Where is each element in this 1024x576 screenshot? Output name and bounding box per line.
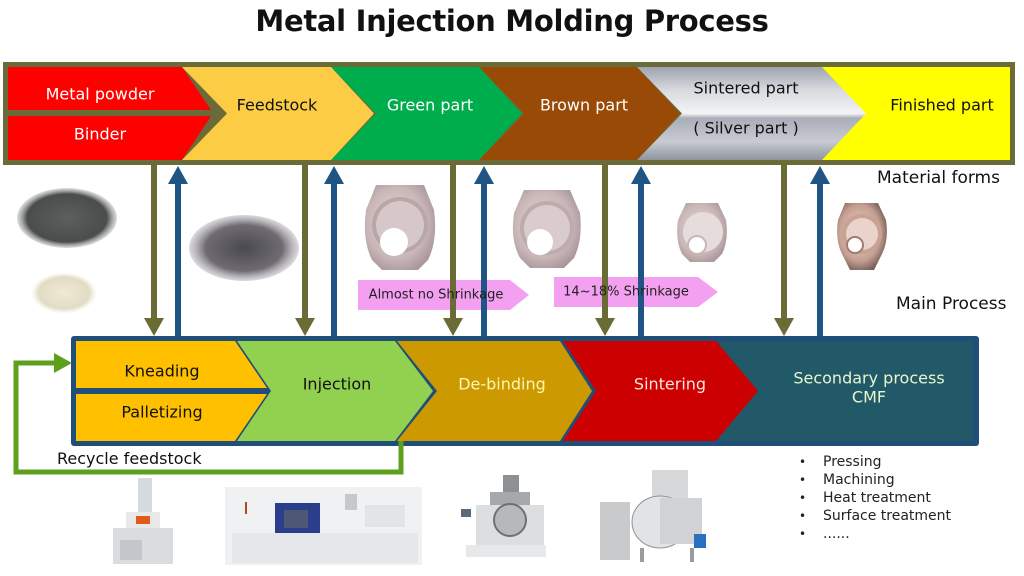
stage-secondary-process[interactable]: [720, 341, 973, 441]
debinding-furnace-image: [461, 475, 546, 557]
label-silver-part: ( Silver part ): [693, 118, 799, 138]
green-part-image: [364, 185, 436, 270]
injection-molding-machine-image: [225, 487, 422, 565]
material-images: [17, 185, 887, 313]
main-process-band: [71, 336, 979, 446]
stage-palletizing[interactable]: [76, 394, 267, 441]
stage-brown-part[interactable]: [479, 67, 680, 160]
stage-finished-part[interactable]: [820, 67, 1010, 160]
main-process-label: Main Process: [896, 294, 1007, 314]
connector-arrows: [144, 165, 830, 338]
secondary-process-list: Pressing Machining Heat treatment Surfac…: [796, 453, 951, 543]
label-finished-part: Finished part: [890, 95, 994, 115]
material-forms-label: Material forms: [877, 168, 1000, 188]
label-sintered-part: Sintered part: [693, 78, 799, 98]
stage-injection[interactable]: [237, 341, 433, 441]
label-de-binding: De-binding: [458, 374, 546, 394]
feedstock-pellets-image: [189, 215, 299, 281]
down-arrows: [144, 165, 794, 336]
label-brown-part: Brown part: [539, 95, 629, 115]
up-arrows: [168, 166, 830, 338]
metal-powder-image: [17, 188, 117, 248]
stage-feedstock[interactable]: [182, 67, 374, 160]
label-metal-powder: Metal powder: [45, 84, 155, 104]
stage-de-binding[interactable]: [397, 341, 592, 441]
material-forms-band: [3, 62, 1015, 165]
sintering-furnace-image: [600, 470, 706, 562]
stage-sintered-part[interactable]: [637, 67, 866, 160]
stage-kneading[interactable]: [76, 341, 267, 388]
list-item: Heat treatment: [796, 489, 951, 507]
recycle-path: [13, 360, 404, 475]
binder-powder-image: [32, 273, 96, 313]
machine-images: [113, 470, 706, 565]
label-sintering: Sintering: [633, 374, 707, 394]
recycle-feedstock-label: Recycle feedstock: [57, 449, 202, 468]
recycle-arrowhead: [54, 353, 72, 373]
brown-part-image: [512, 190, 581, 268]
shrinkage-label-2: 14~18% Shrinkage: [563, 284, 689, 300]
list-item: Machining: [796, 471, 951, 489]
label-secondary-process: Secondary process: [793, 368, 945, 388]
label-cmf: CMF: [851, 387, 887, 407]
label-feedstock: Feedstock: [236, 95, 318, 115]
stage-binder[interactable]: [8, 116, 211, 160]
sintered-part-image: [677, 203, 727, 262]
label-kneading: Kneading: [124, 361, 200, 381]
diagram-title: Metal Injection Molding Process: [255, 4, 769, 38]
list-item: ......: [796, 525, 951, 543]
stage-green-part[interactable]: [331, 67, 522, 160]
label-binder: Binder: [73, 124, 127, 144]
stage-sintering[interactable]: [563, 341, 758, 441]
label-green-part: Green part: [386, 95, 474, 115]
recycle-loop: [13, 353, 404, 475]
label-injection: Injection: [302, 374, 372, 394]
label-palletizing: Palletizing: [121, 402, 203, 422]
shrinkage-label-1: Almost no Shrinkage: [368, 287, 504, 303]
shrinkage-arrow-2: [554, 277, 718, 307]
kneader-machine-image: [113, 478, 173, 564]
finished-part-image: [837, 203, 887, 270]
stage-metal-powder[interactable]: [8, 67, 211, 110]
list-item: Pressing: [796, 453, 951, 471]
list-item: Surface treatment: [796, 507, 951, 525]
